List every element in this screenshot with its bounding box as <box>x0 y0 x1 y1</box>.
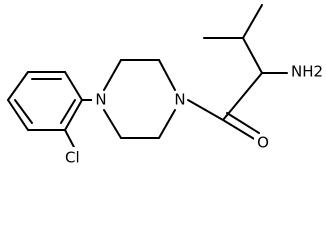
chlorophenyl-ring <box>7 71 83 131</box>
piperazine-bond-4 <box>158 109 176 139</box>
piperazine-n-left-background <box>92 91 110 109</box>
chlorine-atom-label: Cl <box>65 149 80 167</box>
nitrogen-carbonyl-bond <box>187 99 224 121</box>
piperazine-bond-6 <box>103 109 122 139</box>
amine-background <box>288 60 324 82</box>
piperazine-ring <box>103 59 176 139</box>
carbonyl-oxygen-bond-2 <box>226 112 260 134</box>
benzene-bond-4 <box>7 99 29 131</box>
benzene-bond-1 <box>64 71 83 101</box>
piperazine-bond-1 <box>103 59 122 91</box>
carbonyl-oxygen-label: O <box>257 134 269 152</box>
carbonyl-alpha-carbon-bond <box>222 72 263 121</box>
molecule-structure-diagram: Cl N N O NH2 <box>7 4 324 167</box>
isopropyl-top-methyl-bond <box>242 4 263 39</box>
piperazine-bond-3 <box>158 59 176 91</box>
benzene-double-bond-2 <box>14 99 33 124</box>
piperazine-n-left-label: N <box>95 91 106 109</box>
alpha-beta-carbon-bond <box>242 37 263 74</box>
carbonyl-oxygen-background <box>254 134 272 152</box>
benzene-bond-3 <box>7 71 29 101</box>
benzene-double-bond-3 <box>60 99 76 124</box>
piperazine-n-right-label: N <box>174 91 185 109</box>
carbonyl-oxygen-bond-1 <box>222 119 257 141</box>
piperazine-n-right-background <box>171 91 189 109</box>
benzene-bond-6 <box>64 99 83 131</box>
amine-label: NH2 <box>291 63 323 81</box>
chlorine-label-background <box>64 147 92 167</box>
